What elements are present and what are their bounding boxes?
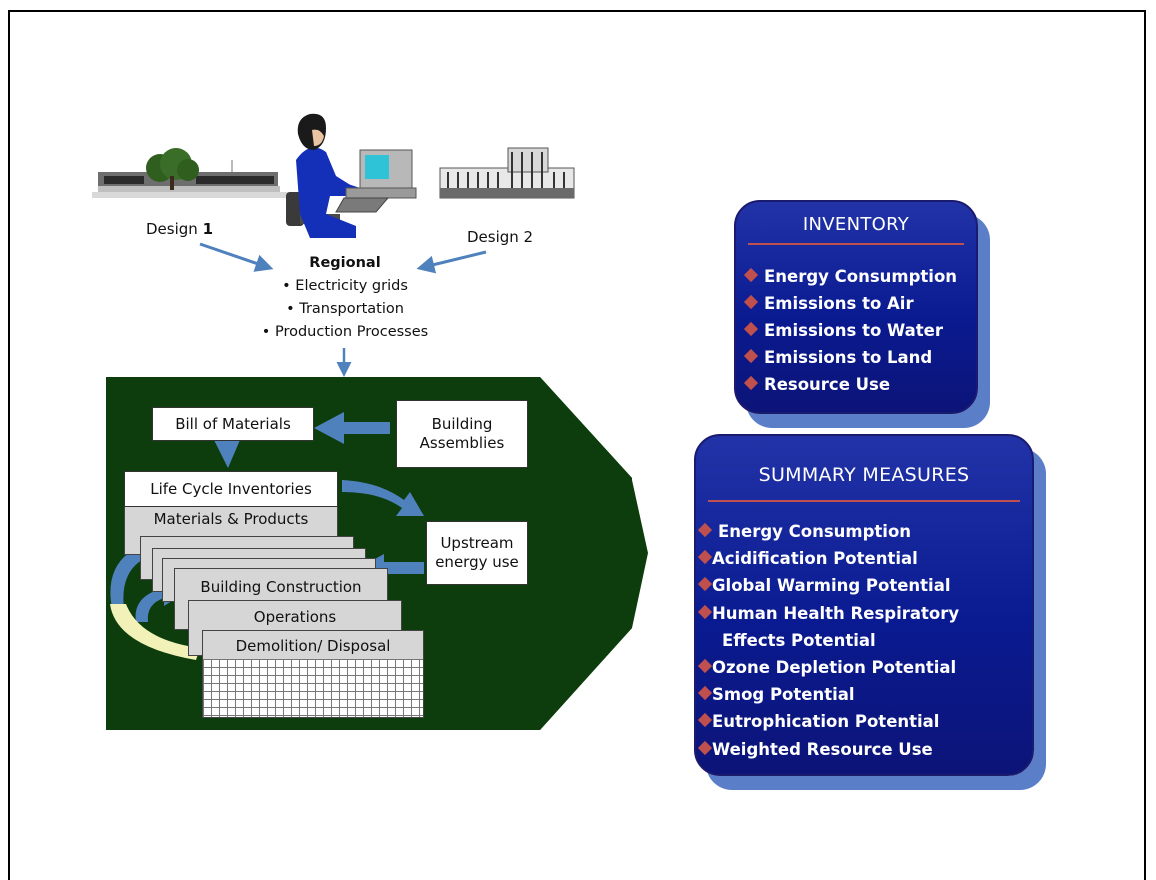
summary-item-label: Acidification Potential [712, 549, 918, 569]
summary-item-label: Global Warming Potential [712, 576, 951, 596]
summary-item: Human Health Respiratory [697, 600, 1032, 627]
card-demolition-disposal: Demolition/ Disposal [202, 630, 424, 718]
card-operations-label: Operations [253, 608, 337, 626]
summary-item-label: Eutrophication Potential [712, 712, 940, 732]
summary-item-label: Human Health Respiratory [712, 603, 960, 623]
life-cycle-inventories-box: Life Cycle Inventories [124, 471, 338, 507]
summary-divider [708, 500, 1020, 502]
summary-title: SUMMARY MEASURES [758, 464, 970, 486]
diamond-bullet-icon [743, 267, 759, 283]
inventory-item: Emissions to Land [743, 344, 976, 371]
regional-bullet-production: • Production Processes [261, 324, 429, 340]
building-assemblies-box: Building Assemblies [396, 400, 528, 468]
inventory-item: Resource Use [743, 371, 976, 398]
regional-block: Regional • Electricity grids • Transport… [240, 252, 450, 344]
bill-of-materials-box: Bill of Materials [152, 407, 314, 441]
design-2-label: Design 2 [467, 228, 534, 246]
inventory-panel: INVENTORY Energy Consumption Emissions t… [734, 200, 978, 414]
design-1-label: Design 1 [146, 220, 213, 238]
person-at-computer-icon [286, 113, 417, 238]
diamond-bullet-icon [697, 658, 713, 674]
summary-item-label: Ozone Depletion Potential [712, 658, 957, 678]
building-design-1-icon [92, 148, 288, 198]
summary-item: Weighted Resource Use [697, 736, 1032, 763]
inventory-item: Emissions to Water [743, 317, 976, 344]
card-demolition-disposal-label: Demolition/ Disposal [235, 637, 391, 655]
diamond-bullet-icon [743, 321, 759, 337]
upstream-line2: energy use [435, 553, 519, 571]
summary-list: Energy Consumption Acidification Potenti… [696, 502, 1032, 763]
upstream-energy-box: Upstream energy use [426, 521, 528, 585]
diamond-bullet-icon [743, 294, 759, 310]
diamond-bullet-icon [743, 375, 759, 391]
card-materials-products-label: Materials & Products [153, 510, 309, 528]
slide-frame [8, 10, 1146, 880]
inventory-divider [748, 243, 964, 245]
regional-bullet-transportation: • Transportation [286, 301, 404, 317]
card-building-construction-label: Building Construction [200, 578, 362, 596]
summary-item: Eutrophication Potential [697, 708, 1032, 735]
recycle-swoosh [110, 604, 200, 660]
diamond-bullet-icon [697, 686, 713, 701]
summary-item-label: Energy Consumption [718, 522, 912, 541]
regional-bullet-electricity: • Electricity grids [282, 278, 408, 294]
summary-item: Ozone Depletion Potential [697, 654, 1032, 681]
summary-item-label: Weighted Resource Use [712, 739, 933, 759]
diamond-bullet-icon [697, 604, 713, 619]
regional-title: Regional [309, 255, 381, 271]
building-assemblies-line1: Building [431, 415, 493, 434]
summary-item: Energy Consumption [697, 518, 1032, 545]
inventory-title: INVENTORY [802, 214, 910, 235]
inventory-item: Energy Consumption [743, 263, 976, 290]
inventory-item-label: Resource Use [764, 375, 891, 394]
summary-item-label: Smog Potential [712, 685, 855, 705]
inventory-item-label: Emissions to Water [764, 321, 943, 340]
data-grid [203, 659, 423, 717]
inventory-list: Energy Consumption Emissions to Air Emis… [736, 245, 976, 398]
summary-item: Acidification Potential [697, 545, 1032, 572]
diamond-bullet-icon [697, 577, 713, 592]
diamond-bullet-icon [697, 713, 713, 728]
summary-item: Smog Potential [697, 681, 1032, 708]
diamond-bullet-icon [697, 740, 713, 755]
inventory-item-label: Energy Consumption [764, 267, 958, 286]
upstream-line1: Upstream [440, 534, 514, 553]
inventory-item: Emissions to Air [743, 290, 976, 317]
diamond-bullet-icon [697, 522, 713, 538]
arrow-design1-to-regional [199, 242, 274, 272]
summary-item-continuation-label: Effects Potential [722, 630, 876, 650]
bill-of-materials-label: Bill of Materials [175, 414, 291, 433]
summary-measures-panel: SUMMARY MEASURES Energy Consumption Acid… [694, 434, 1034, 776]
summary-item: Global Warming Potential [697, 572, 1032, 599]
inventory-item-label: Emissions to Air [764, 294, 914, 313]
building-assemblies-line2: Assemblies [419, 434, 505, 452]
summary-item-continuation: Effects Potential [700, 627, 1032, 654]
life-cycle-inventories-label: Life Cycle Inventories [150, 479, 312, 498]
inventory-item-label: Emissions to Land [764, 348, 933, 367]
diamond-bullet-icon [743, 348, 759, 364]
diamond-bullet-icon [697, 550, 713, 565]
building-design-2-icon [439, 147, 575, 199]
arrow-design2-to-regional [416, 250, 487, 274]
